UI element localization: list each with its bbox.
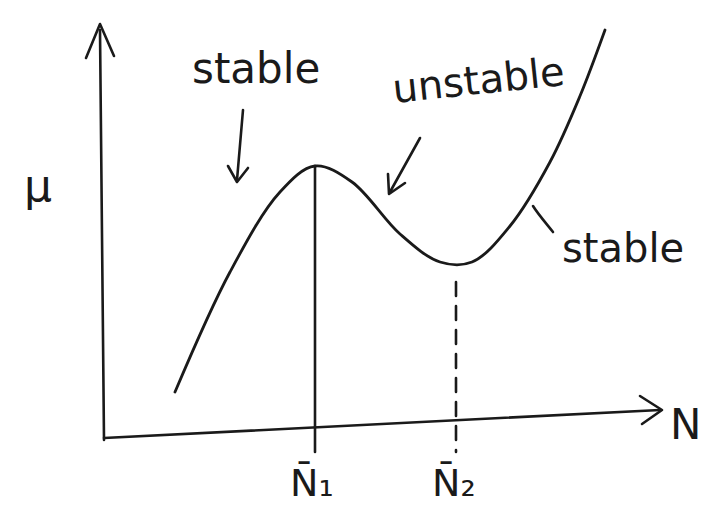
y-axis bbox=[100, 30, 104, 440]
tick-label: N̄₂ bbox=[432, 464, 476, 502]
curve-annotation: unstable bbox=[390, 51, 566, 109]
guide-line bbox=[455, 282, 458, 452]
curve-annotation: stable bbox=[562, 228, 684, 268]
mu-curve bbox=[175, 30, 605, 392]
axis-label: N bbox=[670, 404, 701, 446]
tick-label: N̄₁ bbox=[290, 464, 334, 502]
x-axis-arrowhead bbox=[640, 396, 662, 424]
pointer-arrowhead bbox=[228, 166, 248, 182]
leader-line bbox=[533, 206, 553, 232]
x-axis bbox=[104, 410, 660, 438]
y-axis-arrowhead bbox=[86, 24, 114, 58]
axis-label: μ bbox=[24, 164, 52, 208]
guide-line bbox=[314, 166, 317, 452]
pointer-arrowhead bbox=[388, 174, 405, 194]
curve-annotation: stable bbox=[192, 48, 320, 90]
pointer-arrow bbox=[237, 110, 243, 180]
